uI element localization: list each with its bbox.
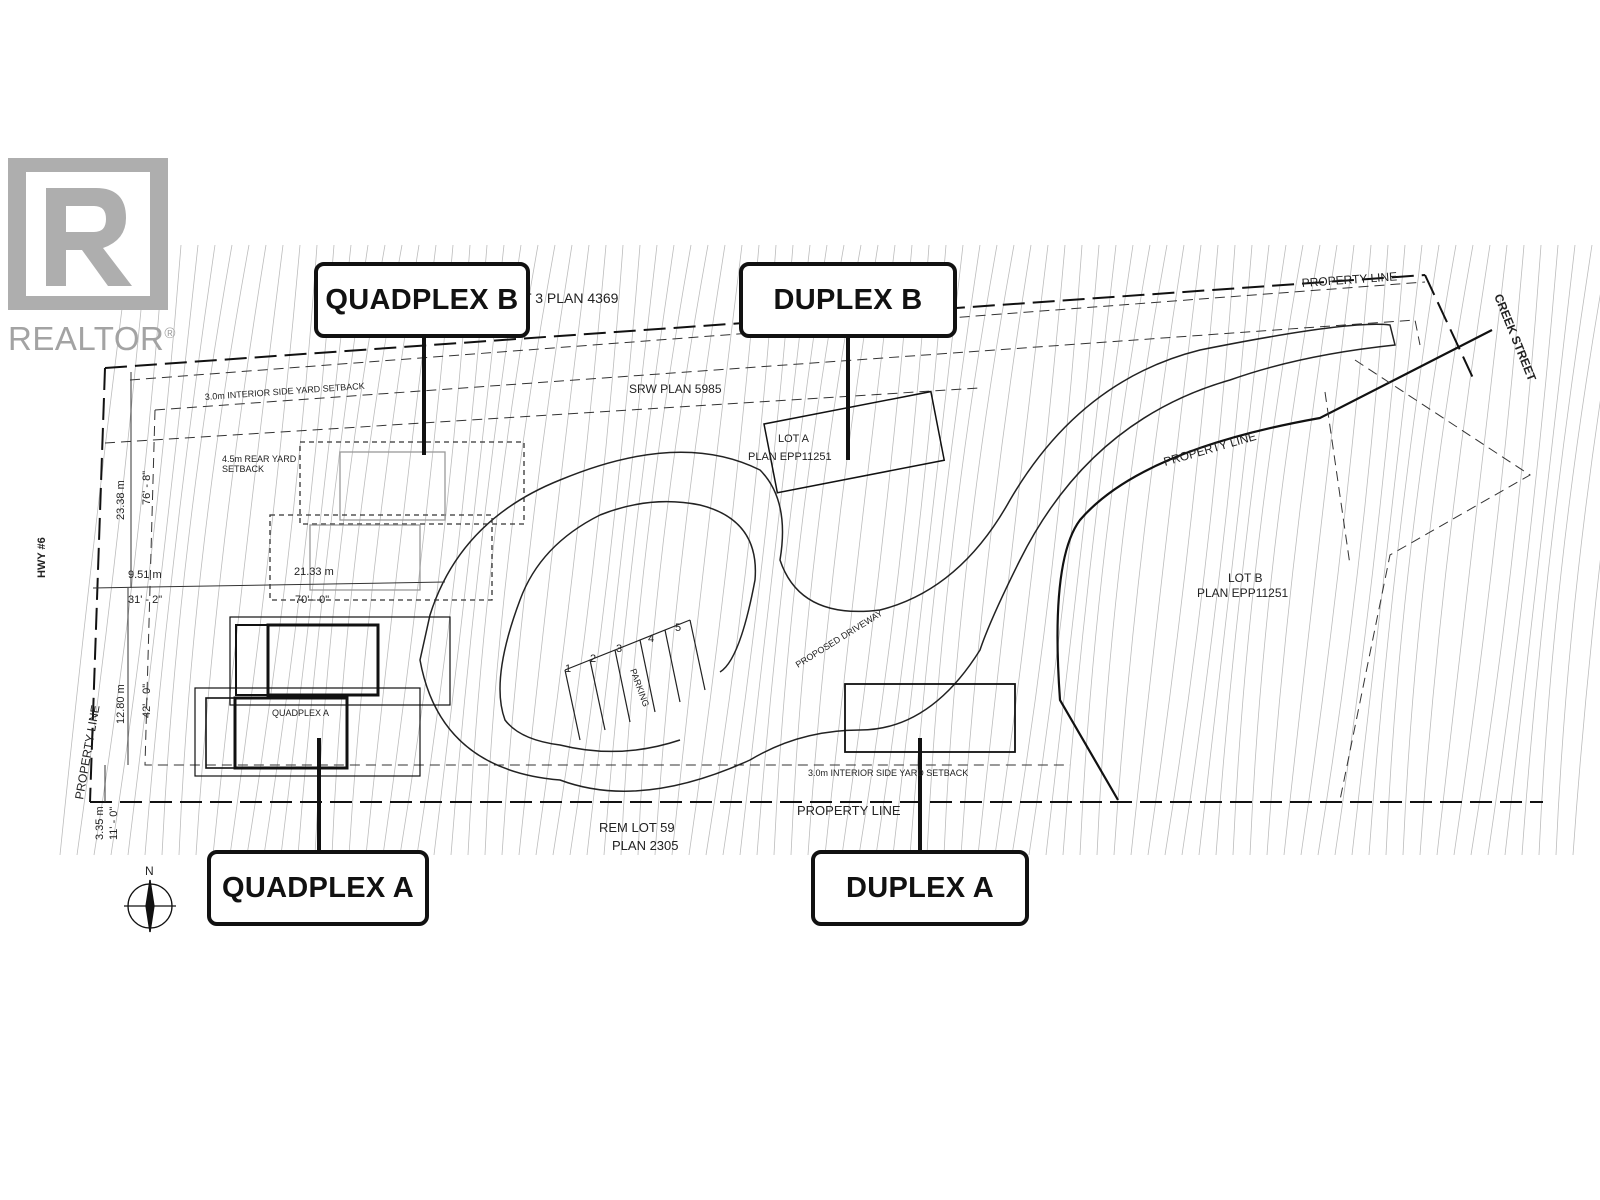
lot-top-label: T 3 PLAN 4369 <box>523 290 619 306</box>
quadplex-a-footprint <box>194 616 451 777</box>
realtor-wordmark: REALTOR® <box>8 320 176 357</box>
callout-quadplex-b: QUADPLEX B <box>314 262 530 338</box>
realtor-logo: REALTOR® <box>8 158 184 368</box>
lot-a-plan-label: PLAN EPP11251 <box>748 451 832 463</box>
creek-street-label: CREEK STREET <box>1491 292 1539 384</box>
rem-lot-label: REM LOT 59 <box>599 820 675 835</box>
dim-3-35: 3.35 m <box>94 806 106 840</box>
dim-9-51: 9.51 m <box>128 569 162 581</box>
property-line-top-label: PROPERTY LINE <box>1301 269 1397 290</box>
setback-lines <box>104 281 1531 801</box>
setback-top-label: 3.0m INTERIOR SIDE YARD SETBACK <box>204 381 365 402</box>
parking-stall-4: 4 <box>648 633 654 645</box>
dim-21-33: 21.33 m <box>294 566 334 578</box>
dim-70-0: 70' - 0" <box>295 594 329 606</box>
property-line-left-label: PROPERTY LINE <box>72 704 102 801</box>
parking-stalls <box>564 619 706 741</box>
quadplex-a-plan-label: QUADPLEX A <box>272 708 329 718</box>
callout-duplex-a: DUPLEX A <box>811 850 1029 926</box>
parking-stall-1: 1 <box>565 663 571 675</box>
realtor-r-icon <box>8 158 168 310</box>
dim-11-0: 11' - 0" <box>108 807 120 840</box>
parking-stall-5: 5 <box>675 622 681 634</box>
dimension-lines <box>92 372 446 802</box>
duplex-a-footprint <box>844 683 1016 753</box>
parking-stall-3: 3 <box>616 643 622 655</box>
property-line-mid-label: PROPERTY LINE <box>1162 429 1258 469</box>
rem-lot-plan-label: PLAN 2305 <box>612 838 679 853</box>
dim-12-80: 12.80 m <box>115 684 127 724</box>
callout-quadplex-a: QUADPLEX A <box>207 850 429 926</box>
srw-label: SRW PLAN 5985 <box>629 382 722 396</box>
dim-23-38: 23.38 m <box>115 480 127 520</box>
lot-a-label: LOT A <box>778 433 810 445</box>
lot-b-plan-label: PLAN EPP11251 <box>1197 586 1288 600</box>
callout-leaders <box>317 336 922 852</box>
proposed-driveway <box>419 323 1396 792</box>
setback-bottom-label: 3.0m INTERIOR SIDE YARD SETBACK <box>808 768 968 778</box>
north-label: N <box>145 864 154 878</box>
lot-line <box>1056 329 1493 801</box>
dim-31-2: 31' - 2" <box>128 594 162 606</box>
property-line-bottom-label: PROPERTY LINE <box>797 803 901 818</box>
dim-76-8: 76' - 8" <box>141 471 153 505</box>
hwy-label: HWY #6 <box>36 537 48 578</box>
quadplex-b-footprint <box>269 441 525 601</box>
north-arrow-icon <box>124 879 176 933</box>
rear-setback-label-2: SETBACK <box>222 464 264 474</box>
lot-b-label: LOT B <box>1228 571 1262 585</box>
dim-42-0: 42' - 0" <box>141 684 153 718</box>
callout-duplex-b: DUPLEX B <box>739 262 957 338</box>
rear-setback-label-1: 4.5m REAR YARD <box>222 454 297 464</box>
parking-stall-2: 2 <box>590 653 596 665</box>
parking-label: PARKING <box>628 667 651 708</box>
